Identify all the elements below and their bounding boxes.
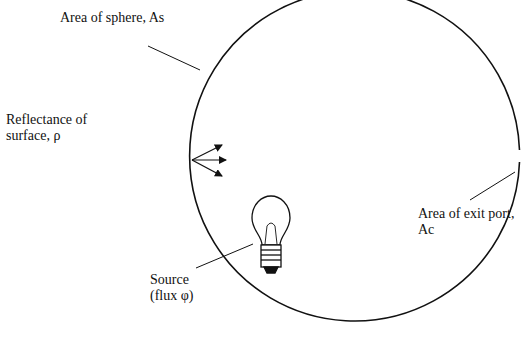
callout-label: Reflectance of surface, ρ xyxy=(6,112,124,144)
reflection-arrows xyxy=(192,145,226,176)
callout-label: Source (flux φ) xyxy=(150,272,212,304)
leader-lines xyxy=(148,46,515,268)
callout-label: Area of exit port, Ac xyxy=(418,206,523,238)
light-bulb xyxy=(252,196,290,273)
sphere-outline xyxy=(190,0,520,321)
callout-label: Area of sphere, As xyxy=(60,10,185,26)
